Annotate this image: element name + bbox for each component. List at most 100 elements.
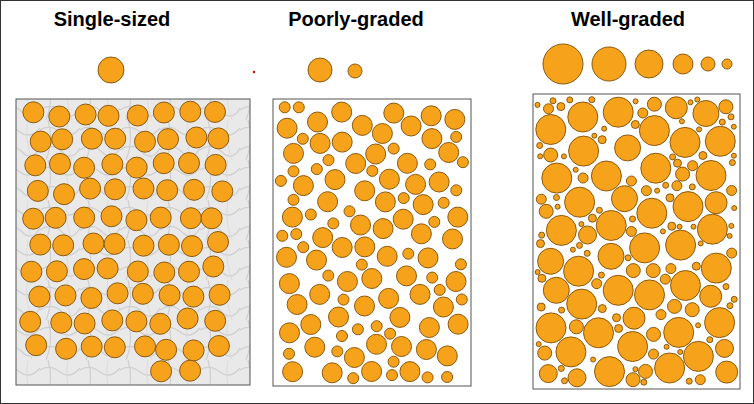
grain (570, 247, 575, 252)
grain (133, 178, 154, 199)
grain (699, 152, 707, 160)
grain (561, 154, 566, 159)
grain (539, 365, 557, 383)
grain (456, 294, 467, 305)
grain (701, 253, 731, 283)
grain (731, 153, 736, 158)
grain (596, 207, 602, 213)
grain (719, 119, 725, 125)
grain (700, 285, 722, 307)
grain (550, 98, 556, 104)
grain (346, 154, 366, 174)
grain (180, 101, 201, 122)
panel-heading: Poorly-graded (288, 8, 424, 31)
grain (352, 324, 363, 335)
grain (322, 363, 342, 383)
grain (573, 167, 578, 172)
grain (705, 308, 735, 338)
grain (126, 311, 147, 332)
sample-grain (701, 57, 715, 71)
grain (439, 143, 459, 163)
sample-grain (98, 57, 124, 83)
grain (671, 271, 701, 301)
grain (558, 365, 564, 371)
grain (538, 248, 564, 274)
grain (664, 344, 669, 349)
grain (631, 121, 639, 129)
grain (443, 229, 463, 249)
grain (21, 261, 42, 282)
grain (448, 207, 468, 227)
grain (397, 153, 417, 173)
grain (55, 285, 76, 306)
grain (74, 259, 95, 280)
grain (666, 264, 676, 274)
grain (74, 207, 95, 228)
poor-box (273, 99, 471, 386)
grain (313, 228, 333, 248)
grain (416, 340, 436, 360)
grain (75, 104, 96, 125)
grain (288, 194, 299, 205)
grain (356, 259, 367, 270)
grain (688, 100, 693, 105)
grain (538, 346, 552, 360)
grain (639, 116, 669, 146)
grain (429, 216, 440, 227)
grain (672, 181, 682, 191)
grain (569, 320, 583, 334)
grain (305, 337, 325, 357)
grain (630, 216, 636, 222)
grain (602, 126, 607, 131)
grain (579, 222, 584, 227)
grain (419, 318, 439, 338)
grain (727, 233, 732, 238)
grain (81, 128, 102, 149)
grain (157, 180, 178, 201)
grain (418, 248, 438, 268)
grain (133, 235, 154, 256)
grain (422, 372, 433, 383)
grain (685, 303, 699, 317)
grain (311, 164, 322, 175)
grain (568, 369, 586, 387)
grain (677, 224, 682, 229)
grain (104, 337, 125, 358)
grain (613, 314, 621, 322)
grain (455, 259, 466, 270)
grain (688, 161, 698, 171)
grain (154, 262, 175, 283)
grain (668, 299, 682, 313)
grain (393, 209, 413, 229)
grain (371, 321, 382, 332)
grain (567, 97, 573, 103)
grain (546, 215, 576, 245)
grain (74, 157, 95, 178)
grain (367, 165, 378, 176)
grain (626, 227, 636, 237)
grain (536, 194, 546, 204)
grain (655, 353, 685, 383)
grain (367, 334, 387, 354)
grain (355, 296, 375, 316)
grain (673, 192, 703, 222)
grain (51, 312, 72, 333)
grain (26, 335, 47, 356)
grain (579, 226, 597, 244)
grain (23, 102, 44, 123)
grain (536, 313, 566, 343)
grain (588, 214, 596, 222)
grain (697, 127, 702, 132)
grain (598, 243, 624, 269)
grain (598, 136, 606, 144)
grain (592, 133, 597, 138)
grain (623, 307, 645, 329)
grain (205, 154, 226, 175)
grain (282, 207, 302, 227)
grain (565, 187, 595, 217)
grain (81, 336, 102, 357)
grain (54, 184, 75, 205)
grain (344, 348, 364, 368)
grain (332, 346, 343, 357)
